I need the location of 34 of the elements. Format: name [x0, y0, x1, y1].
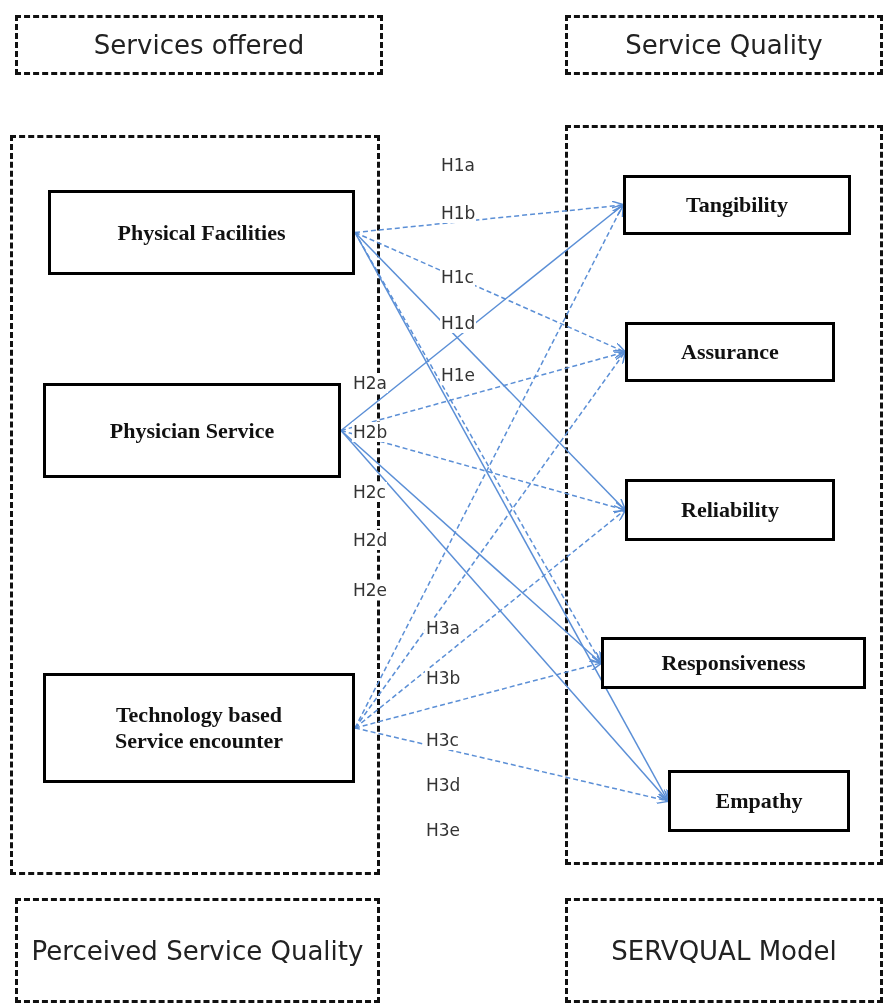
arrow	[354, 231, 627, 354]
arrow	[340, 203, 625, 432]
arrow	[340, 349, 627, 432]
hypothesis-label: H1d	[440, 313, 477, 333]
hypothesis-label: H1b	[440, 203, 477, 223]
hypothesis-label: H2c	[352, 482, 387, 502]
hypothesis-label: H1e	[440, 365, 477, 385]
header-box: Services offered	[15, 15, 383, 75]
dimension-box: Responsiveness	[601, 637, 866, 689]
arrow	[354, 231, 627, 512]
header-box: Service Quality	[565, 15, 883, 75]
arrow	[354, 660, 603, 729]
hypothesis-label: H2e	[352, 580, 389, 600]
factor-box: Physician Service	[43, 383, 341, 478]
arrow	[354, 350, 627, 729]
dimension-box: Reliability	[625, 479, 835, 541]
hypothesis-label: H2a	[352, 373, 389, 393]
header-box: SERVQUAL Model	[565, 898, 883, 1003]
factor-box: Technology based Service encounter	[43, 673, 355, 783]
arrow	[354, 200, 625, 234]
hypothesis-label: H3c	[425, 730, 460, 750]
hypothesis-label: H1c	[440, 267, 475, 287]
dimension-box: Assurance	[625, 322, 835, 382]
arrow	[354, 508, 627, 729]
header-box: Perceived Service Quality	[15, 898, 380, 1003]
arrow	[354, 727, 670, 805]
hypothesis-label: H2b	[352, 422, 389, 442]
hypothesis-label: H2d	[352, 530, 389, 550]
dimension-box: Empathy	[668, 770, 850, 832]
arrow	[340, 429, 627, 513]
arrow	[340, 429, 670, 803]
dimension-box: Tangibility	[623, 175, 851, 235]
factor-box: Physical Facilities	[48, 190, 355, 275]
group-container	[565, 125, 883, 865]
